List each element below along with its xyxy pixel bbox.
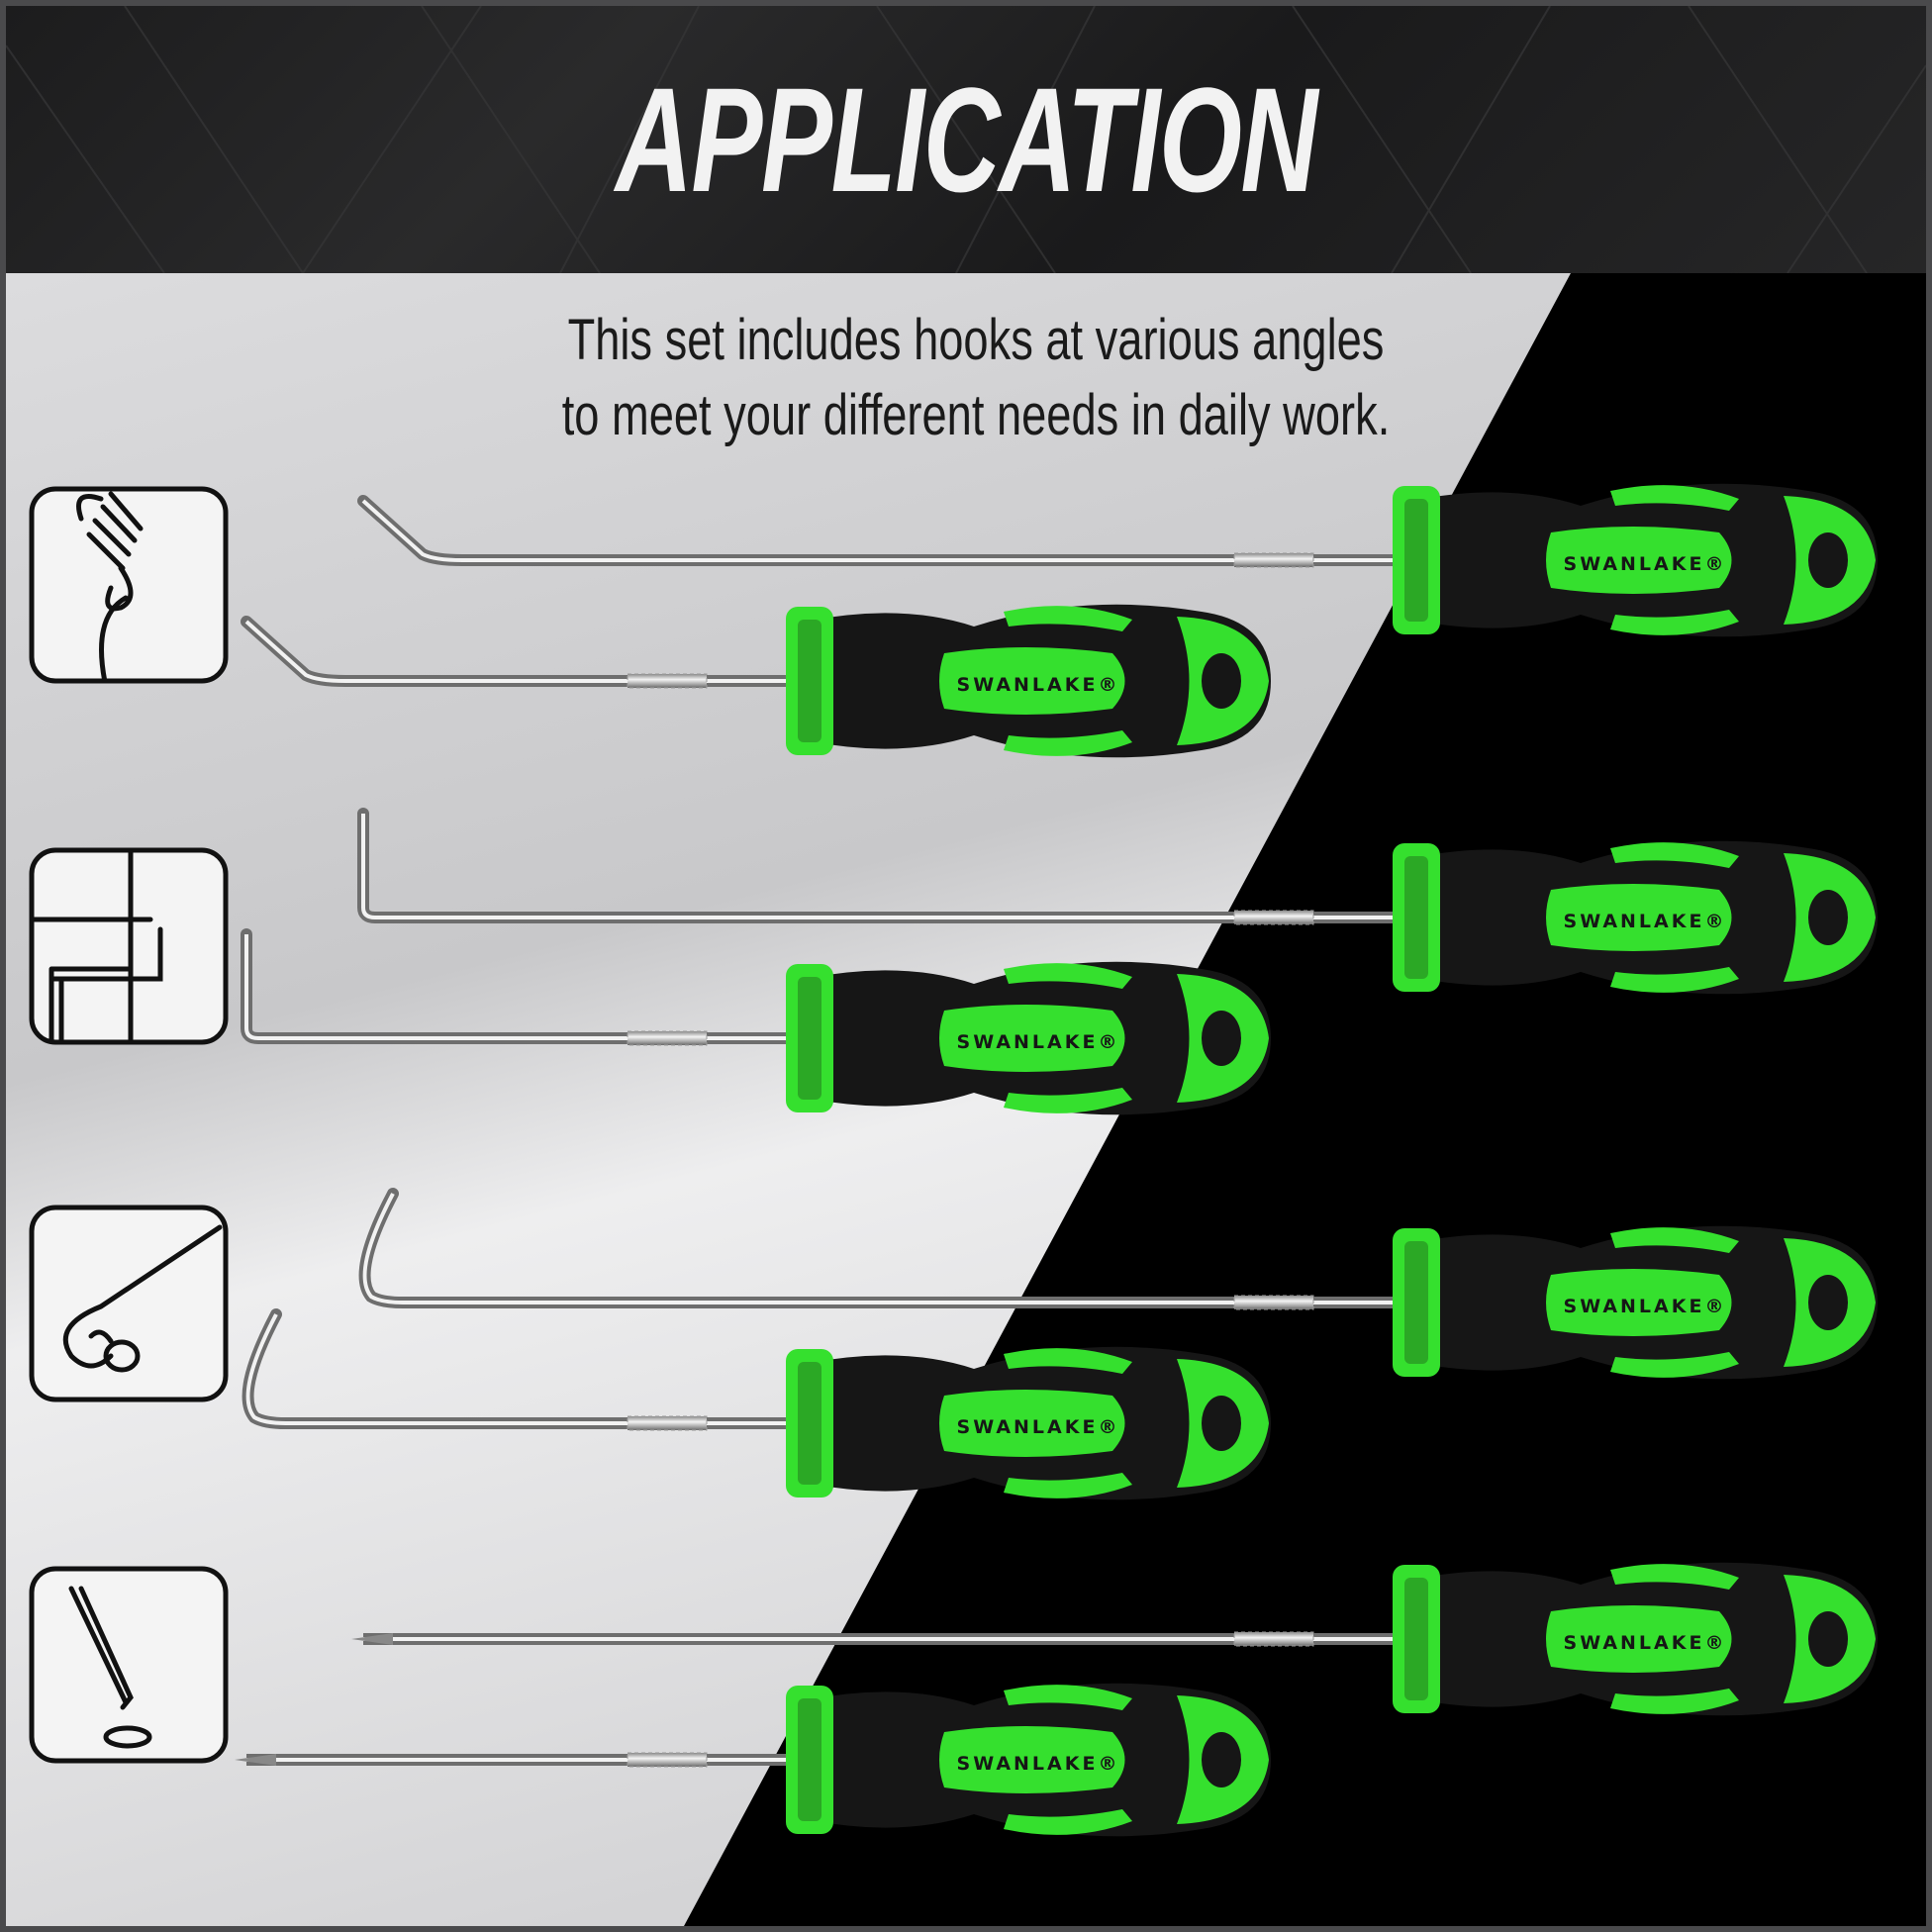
hanging-hole: [1808, 1611, 1848, 1667]
knurled-grip: [627, 1752, 708, 1768]
shaft-highlight: [361, 499, 1393, 562]
collar-shade: [1404, 1241, 1428, 1364]
hanging-hole: [1202, 1011, 1241, 1066]
knurled-grip: [627, 673, 708, 689]
spring-hook-icon: [29, 486, 229, 684]
tool-handle: SWANLAKE®: [786, 1683, 1271, 1837]
hanging-hole: [1202, 1732, 1241, 1787]
tool-handle: SWANLAKE®: [786, 604, 1271, 758]
tool-handle: SWANLAKE®: [1393, 1225, 1878, 1380]
brand-label: SWANLAKE®: [957, 1416, 1120, 1438]
hook-tool-2: SWANLAKE®: [241, 604, 1271, 758]
description-line-1: This set includes hooks at various angle…: [567, 308, 1385, 372]
handle-grip-insert: [939, 647, 1125, 715]
shaft-highlight: [362, 1193, 1393, 1304]
icon-drawing: [62, 1224, 223, 1373]
shaft-highlight: [245, 1313, 786, 1425]
hook-tool-8: SWANLAKE®: [235, 1683, 1271, 1837]
hanging-hole: [1808, 890, 1848, 945]
dark-background: [684, 273, 1926, 1926]
brand-label: SWANLAKE®: [957, 674, 1120, 696]
brand-label: SWANLAKE®: [1564, 1296, 1727, 1317]
handle-grip-insert: [939, 1005, 1125, 1072]
grip-accent: [1610, 1564, 1739, 1714]
brand-label: SWANLAKE®: [1564, 553, 1727, 575]
tool-handle: SWANLAKE®: [1393, 840, 1878, 995]
grip-accent: [1004, 1685, 1132, 1835]
shaft-highlight: [244, 620, 786, 683]
straight-pick-icon: [29, 1566, 229, 1764]
icon-drawing: [76, 491, 144, 681]
icon-drawing: [68, 1586, 152, 1749]
knurled-grip: [627, 1030, 708, 1046]
shaft-highlight: [361, 814, 1393, 919]
collar-shade: [1404, 499, 1428, 622]
tool-handle: SWANLAKE®: [1393, 483, 1878, 637]
collar-shade: [1404, 856, 1428, 979]
handle-grip-insert: [939, 1390, 1125, 1457]
hanging-hole: [1808, 1275, 1848, 1330]
handle-grip-insert: [1546, 884, 1732, 951]
knurled-grip: [1233, 552, 1314, 568]
icon-drawing: [32, 850, 163, 1042]
handle-grip-insert: [939, 1726, 1125, 1793]
tool-handle: SWANLAKE®: [1393, 1562, 1878, 1716]
page-title: APPLICATION: [615, 56, 1318, 223]
brand-label: SWANLAKE®: [1564, 1632, 1727, 1654]
hook-tool-6: SWANLAKE®: [242, 1308, 1271, 1500]
brand-label: SWANLAKE®: [957, 1031, 1120, 1053]
tool-handle: SWANLAKE®: [786, 1346, 1271, 1500]
hanging-hole: [1808, 532, 1848, 588]
hook-tool-5: SWANLAKE®: [358, 1188, 1878, 1380]
hook-tool-4: SWANLAKE®: [241, 928, 1271, 1115]
grip-accent: [1610, 485, 1739, 635]
pick-tip: [235, 1754, 276, 1766]
grip-accent: [1004, 606, 1132, 756]
pick-tip: [351, 1633, 393, 1645]
knurled-grip: [1233, 1295, 1314, 1310]
handle-grip-insert: [1546, 1269, 1732, 1336]
brand-label: SWANLAKE®: [1564, 911, 1727, 932]
tools-illustration: SWANLAKE® SWANLAKE® SWANLAKE® SWANLAKE® SWAN…: [6, 273, 1926, 1926]
knurled-grip: [627, 1415, 708, 1431]
header-pattern: [6, 6, 1926, 273]
collar-shade: [798, 1698, 821, 1821]
hanging-hole: [1202, 1396, 1241, 1451]
brand-label: SWANLAKE®: [957, 1753, 1120, 1775]
hanging-hole: [1202, 653, 1241, 709]
grip-accent: [1610, 1227, 1739, 1378]
handle-grip-insert: [1546, 527, 1732, 594]
knurled-grip: [1233, 1631, 1314, 1647]
collar-shade: [798, 1362, 821, 1485]
knurled-grip: [1233, 910, 1314, 925]
hook-tool-3: SWANLAKE®: [357, 808, 1878, 995]
product-scene: SWANLAKE® SWANLAKE® SWANLAKE® SWANLAKE® SWAN…: [6, 273, 1926, 1926]
collar-shade: [798, 977, 821, 1100]
right-angle-hook-icon: [29, 847, 229, 1045]
header-banner: APPLICATION: [6, 6, 1926, 273]
grip-accent: [1004, 963, 1132, 1113]
collar-shade: [1404, 1578, 1428, 1700]
description: This set includes hooks at various angle…: [551, 303, 1401, 453]
tool-handle: SWANLAKE®: [786, 961, 1271, 1115]
description-line-2: to meet your different needs in daily wo…: [561, 383, 1391, 447]
shaft-highlight: [244, 934, 786, 1040]
grip-accent: [1004, 1348, 1132, 1498]
collar-shade: [798, 620, 821, 742]
hook-tool-7: SWANLAKE®: [351, 1562, 1878, 1716]
curved-hook-o-ring-icon: [29, 1205, 229, 1402]
grip-accent: [1610, 842, 1739, 993]
icon-frame: [29, 1566, 229, 1764]
hook-tool-1: SWANLAKE®: [357, 483, 1878, 637]
handle-grip-insert: [1546, 1605, 1732, 1673]
